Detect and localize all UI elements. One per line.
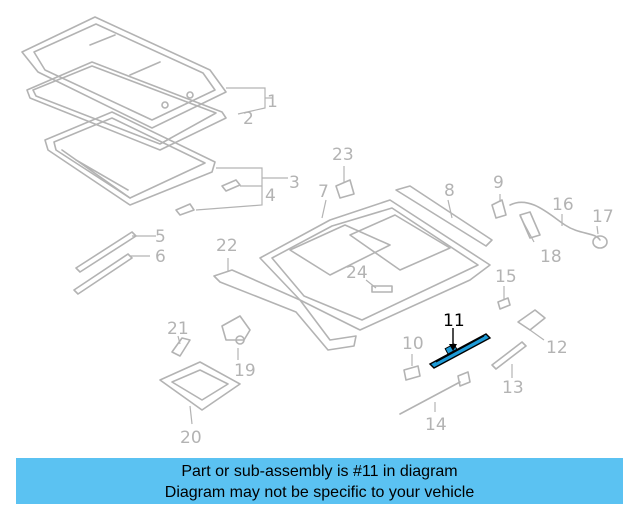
callout-17: 17 bbox=[592, 207, 614, 227]
part-frame bbox=[44, 111, 216, 206]
callout-20: 20 bbox=[180, 428, 202, 448]
part-17 bbox=[592, 235, 608, 249]
part-13 bbox=[491, 341, 527, 370]
callout-15: 15 bbox=[495, 267, 517, 287]
part-18 bbox=[519, 211, 541, 239]
caption-line-2: Diagram may not be specific to your vehi… bbox=[164, 484, 475, 501]
caption-line-1: Part or sub-assembly is #11 in diagram bbox=[181, 463, 458, 480]
part-sunroof-housing bbox=[259, 199, 491, 331]
part-cable-16 bbox=[509, 201, 601, 241]
callout-5: 5 bbox=[155, 227, 166, 247]
callout-24: 24 bbox=[346, 263, 368, 283]
part-22 bbox=[213, 269, 357, 351]
callout-19: 19 bbox=[234, 361, 256, 381]
callout-2: 2 bbox=[243, 109, 254, 129]
part-10 bbox=[403, 365, 421, 381]
callout-13: 13 bbox=[502, 378, 524, 398]
leader-lines bbox=[130, 87, 599, 425]
callout-21: 21 bbox=[167, 319, 189, 339]
callout-23: 23 bbox=[332, 145, 354, 165]
part-motor-19 bbox=[221, 315, 251, 345]
part-23 bbox=[335, 179, 355, 199]
part-11-highlighted bbox=[428, 333, 492, 369]
part-seal bbox=[26, 61, 227, 151]
callout-3: 3 bbox=[289, 173, 300, 193]
callout-22: 22 bbox=[216, 236, 238, 256]
callout-1: 1 bbox=[267, 92, 278, 112]
callout-6: 6 bbox=[155, 247, 166, 267]
part-21 bbox=[171, 337, 191, 357]
part-clips bbox=[175, 179, 241, 216]
callout-10: 10 bbox=[402, 334, 424, 354]
part-rails-5-6 bbox=[73, 231, 137, 295]
sunroof-parts-diagram: 1 2 3 4 5 6 7 8 9 10 11 12 13 14 15 16 1… bbox=[21, 16, 614, 448]
callout-4: 4 bbox=[265, 186, 276, 206]
part-15 bbox=[497, 297, 511, 310]
callout-18: 18 bbox=[540, 247, 562, 267]
part-glass-panel bbox=[21, 16, 227, 129]
part-9 bbox=[491, 199, 507, 219]
callout-9: 9 bbox=[493, 173, 504, 193]
part-14 bbox=[399, 371, 471, 415]
callout-7: 7 bbox=[318, 182, 329, 202]
part-12 bbox=[517, 309, 546, 331]
callout-14: 14 bbox=[425, 415, 447, 435]
part-deflector bbox=[395, 185, 493, 247]
caption-banner: Part or sub-assembly is #11 in diagram D… bbox=[16, 458, 623, 504]
callout-16: 16 bbox=[552, 195, 574, 215]
callout-8: 8 bbox=[444, 181, 455, 201]
callout-12: 12 bbox=[546, 338, 568, 358]
part-bracket-20 bbox=[159, 361, 241, 411]
part-24 bbox=[371, 285, 393, 293]
callout-11: 11 bbox=[443, 311, 465, 331]
